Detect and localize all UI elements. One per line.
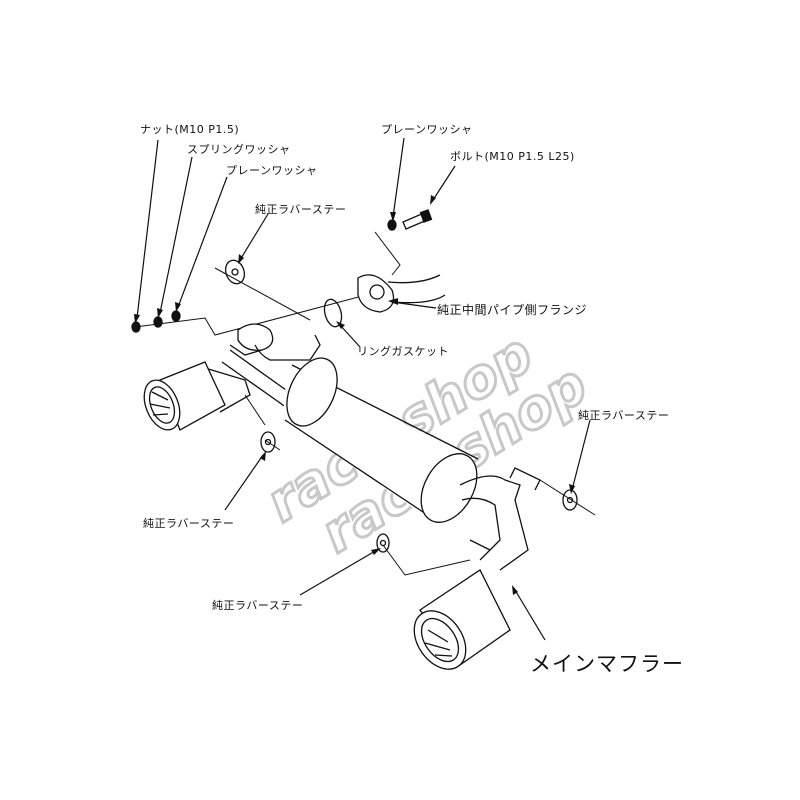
label-flange: 純正中間パイプ側フランジ bbox=[437, 303, 588, 317]
label-ring-gasket: リングガスケット bbox=[357, 345, 449, 358]
outlet-pipe bbox=[459, 467, 541, 571]
muffler-body bbox=[283, 357, 479, 525]
rubber-stay-icons bbox=[224, 259, 578, 553]
label-spring-washer: スプリングワッシャ bbox=[187, 143, 291, 156]
mid-pipe-flange bbox=[357, 274, 446, 313]
label-rubber-stay-bottom: 純正ラバーステー bbox=[212, 599, 304, 612]
nut-washer-stack bbox=[131, 310, 181, 333]
label-rubber-stay-right: 純正ラバーステー bbox=[578, 409, 670, 422]
ring-gasket bbox=[323, 298, 343, 328]
leader-lines bbox=[136, 137, 591, 641]
label-bolt: ボルト(M10 P1.5 L25) bbox=[450, 150, 575, 163]
label-rubber-stay-top: 純正ラバーステー bbox=[255, 203, 347, 216]
label-main-muffler: メインマフラー bbox=[530, 652, 684, 676]
bolt-washer bbox=[387, 209, 433, 231]
label-plain-washer-left: プレーンワッシャ bbox=[226, 164, 318, 177]
label-nut: ナット(M10 P1.5) bbox=[140, 123, 240, 136]
label-plain-washer-right: プレーンワッシャ bbox=[381, 123, 473, 136]
right-tailpipe bbox=[413, 569, 511, 670]
left-tailpipe bbox=[143, 361, 251, 431]
label-rubber-stay-left: 純正ラバーステー bbox=[143, 517, 235, 530]
arrowheads bbox=[134, 195, 575, 595]
assembly-lines bbox=[134, 231, 596, 576]
